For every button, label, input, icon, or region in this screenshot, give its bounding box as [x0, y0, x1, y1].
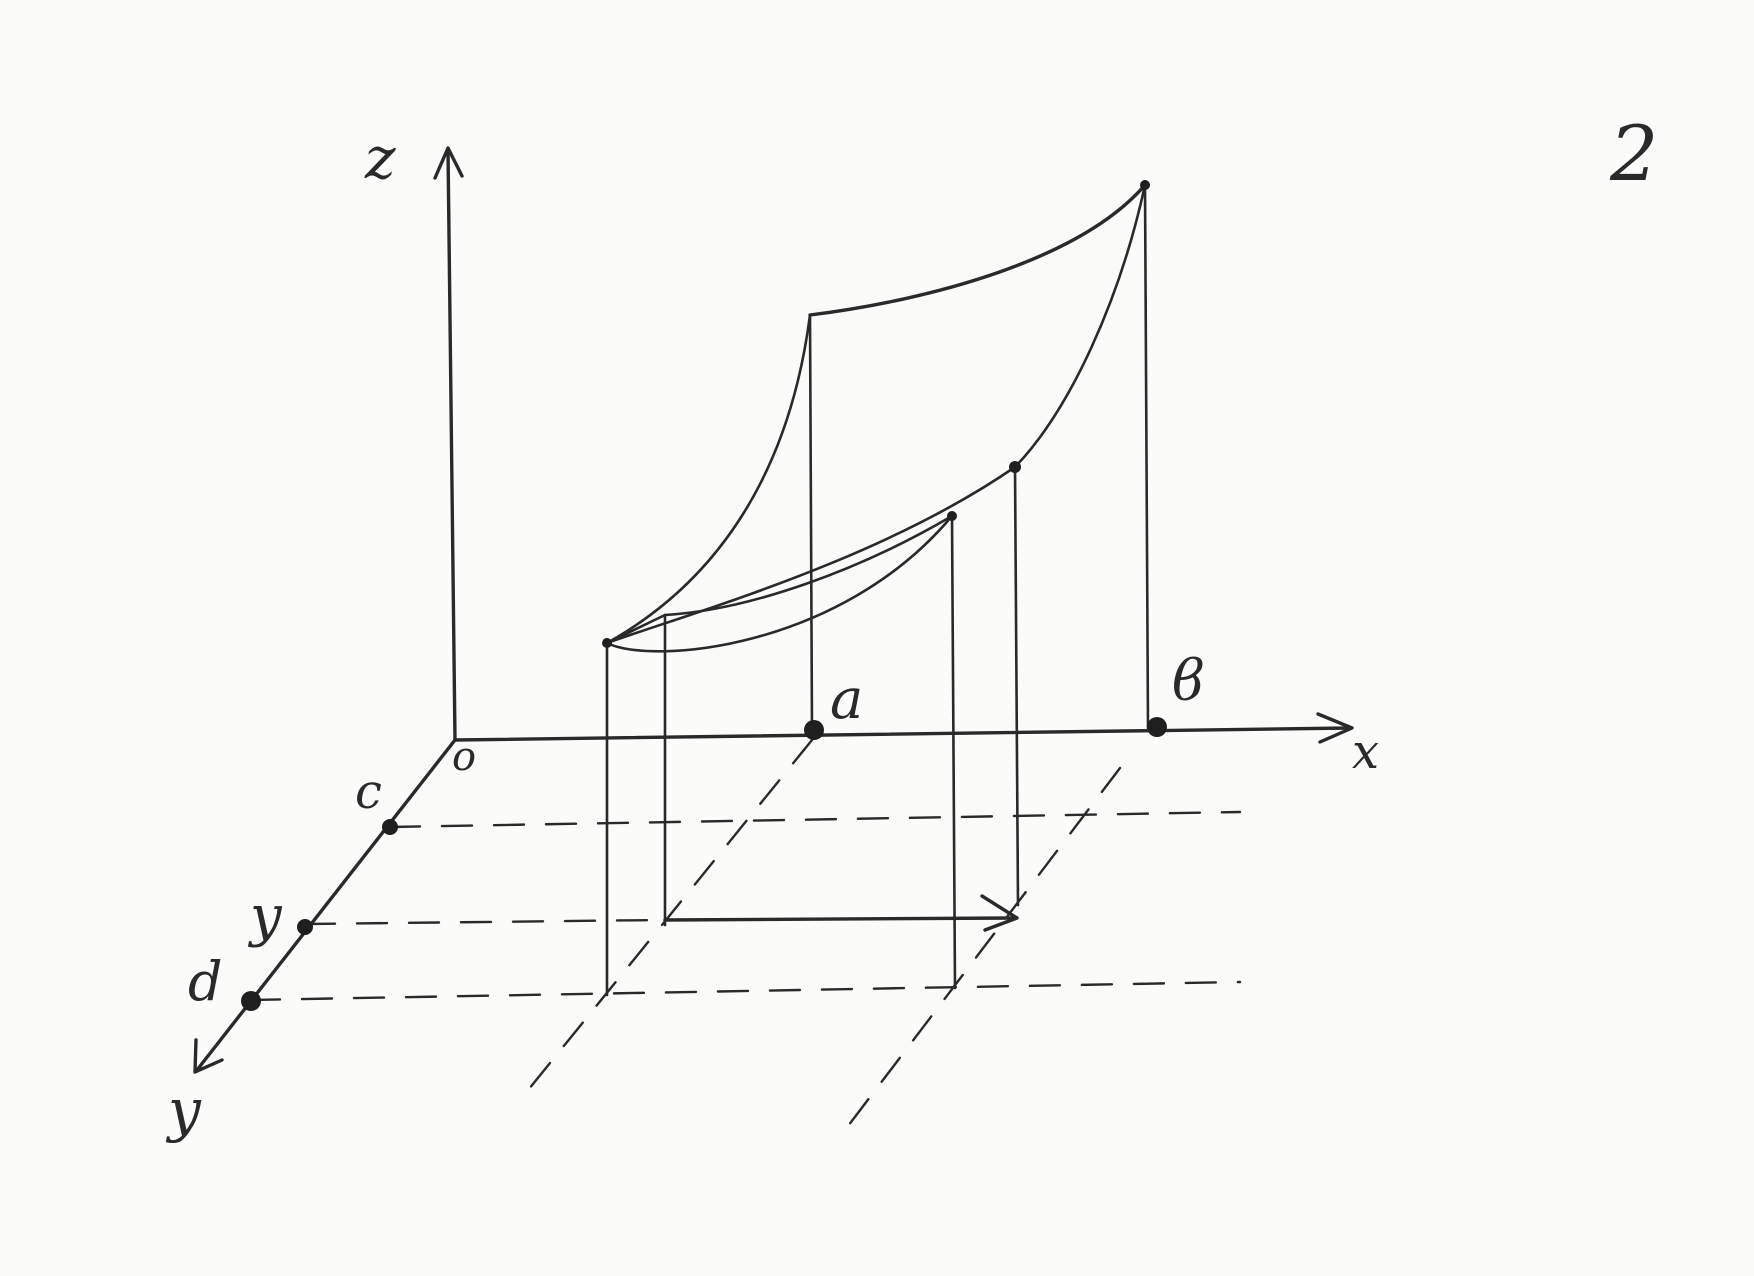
base-grid	[248, 738, 1242, 1132]
x-axis-label: x	[1352, 724, 1379, 780]
lower-front-curve	[605, 514, 954, 653]
z-axis-arrowhead	[433, 146, 464, 180]
point-y-label: y	[247, 884, 283, 949]
point-y	[297, 919, 313, 935]
surface-left-edge	[605, 313, 812, 645]
dash-diagonal-b	[843, 766, 1122, 1132]
point-c	[382, 819, 398, 835]
inner-section-join	[605, 613, 667, 645]
inner-section-curve	[663, 514, 954, 617]
origin-label: o	[452, 734, 476, 780]
vertical-at-b	[1143, 183, 1150, 730]
point-d-label: d	[188, 950, 223, 1013]
point-b	[1147, 717, 1167, 737]
surface-right-edge	[1013, 183, 1147, 469]
labels: z x y o a ϐ c y d 2	[165, 109, 1658, 1144]
point-a	[804, 720, 824, 740]
point-c-label: c	[355, 764, 382, 820]
y-axis-arrowhead	[193, 1038, 224, 1074]
vertical-right-front	[1013, 465, 1020, 907]
y-axis	[195, 738, 457, 1072]
point-b-label: ϐ	[1172, 649, 1205, 714]
vertical-lines	[605, 183, 1150, 997]
x-axis	[453, 726, 1352, 742]
z-axis-label: z	[364, 124, 396, 192]
page-number: 2	[1609, 109, 1658, 198]
dash-line-y	[303, 918, 662, 926]
point-d	[241, 991, 261, 1011]
dash-line-c	[388, 810, 1242, 829]
surface-corner-inner	[947, 511, 957, 521]
dash-line-d	[248, 980, 1242, 1002]
surface-top-curve	[808, 183, 1147, 317]
surface-corner-top	[1140, 180, 1150, 190]
points	[241, 180, 1167, 1011]
base-arrow-head	[980, 894, 1019, 932]
surface	[605, 183, 1147, 653]
z-axis	[446, 148, 457, 742]
surface-bottom-curve	[605, 465, 1017, 645]
base-arrow-shaft	[663, 916, 1017, 922]
point-a-label: a	[830, 667, 863, 732]
y-axis-label: y	[165, 1076, 202, 1144]
vertical-at-a	[808, 313, 814, 732]
axes	[193, 146, 1354, 1074]
x-axis-arrowhead	[1316, 712, 1354, 744]
surface-corner-front	[602, 638, 612, 648]
surface-corner-right	[1009, 461, 1021, 473]
vertical-right-inner	[950, 514, 957, 990]
base-arrow	[663, 894, 1019, 932]
